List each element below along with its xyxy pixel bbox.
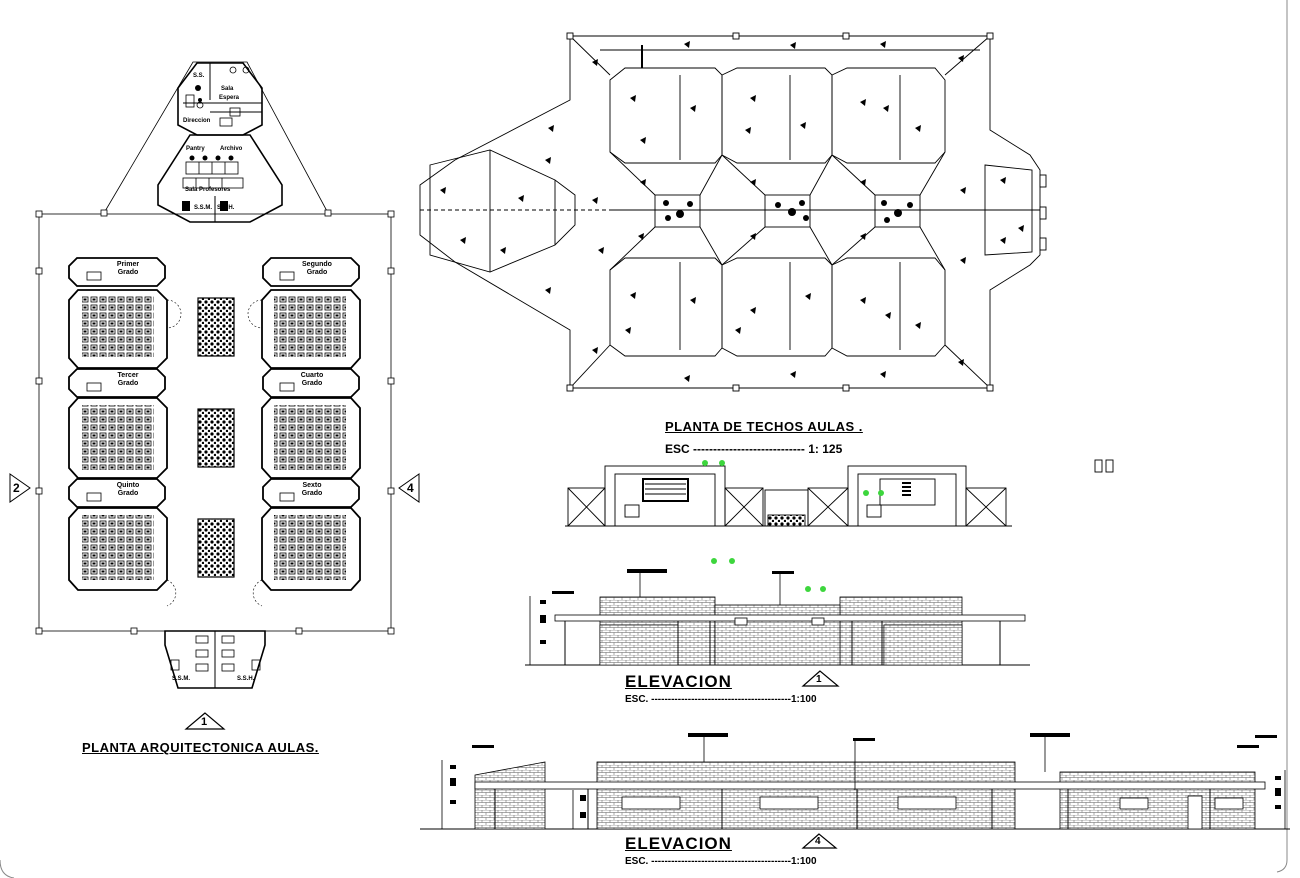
- cross-section: [565, 465, 1012, 527]
- admin-ssh-label: S.S.H.: [217, 205, 235, 211]
- admin-pantry-label: Pantry: [186, 146, 205, 152]
- admin-ssm-label: S.S.M.: [194, 205, 213, 211]
- elevation-1-ref: 1: [816, 674, 822, 685]
- elevation-4-scale: ESC. -----------------------------------…: [625, 856, 817, 867]
- elevation-1: [525, 569, 1030, 687]
- admin-espera-label: Espera: [219, 95, 240, 101]
- floor-plan-title: PLANTA ARQUITECTONICA AULAS.: [82, 740, 319, 755]
- axis-left-label: 2: [13, 481, 20, 495]
- floor-plan: [9, 61, 420, 730]
- admin-direccion-label: Direccion: [183, 118, 211, 124]
- elevation-4-title: ELEVACION: [625, 834, 732, 853]
- toilet-ssm-label: S.S.M.: [172, 676, 191, 682]
- courtyard-plants: [663, 200, 913, 223]
- sheet-border: [1276, 0, 1288, 873]
- slope-arrows: [440, 41, 1024, 382]
- roof-plan-title: PLANTA DE TECHOS AULAS .: [665, 419, 863, 434]
- roof-plan-scale: ESC ---------------------------- 1: 125: [665, 442, 843, 456]
- admin-ss-label: S.S.: [193, 73, 205, 79]
- elevation-4-ref: 4: [815, 836, 821, 847]
- admin-sala-label: Sala: [221, 86, 234, 92]
- toilet-ssh-label: S.S.H.: [237, 676, 255, 682]
- elevation-1-scale: ESC. -----------------------------------…: [625, 694, 817, 705]
- elevation-1-title: ELEVACION: [625, 672, 732, 691]
- admin-archivo-label: Archivo: [220, 146, 243, 152]
- green-markers: [702, 460, 884, 592]
- roof-plan: [419, 32, 1047, 392]
- floor-plan-ref: 1: [201, 716, 208, 728]
- admin-sala-profesores-label: Sala Profesores: [185, 187, 231, 193]
- axis-right-label: 4: [407, 481, 414, 495]
- elevation-4: [420, 733, 1290, 849]
